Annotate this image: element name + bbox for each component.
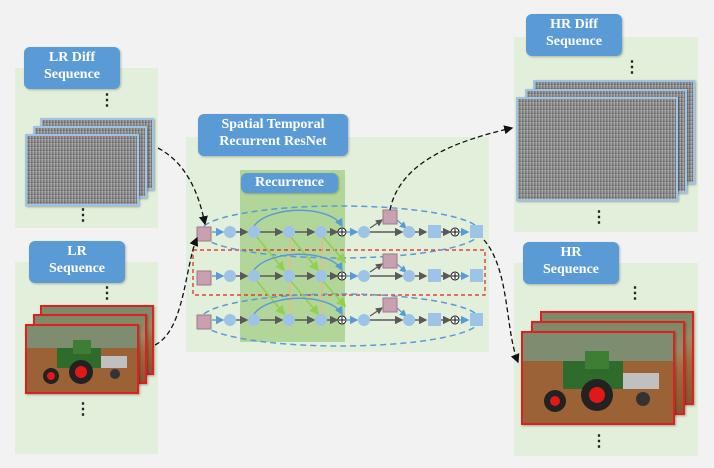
lr-label: LR Sequence — [29, 241, 125, 283]
network-label-line1: Spatial Temporal — [221, 117, 325, 132]
network-to-hr-arrow — [483, 239, 520, 364]
network-label: Spatial Temporal Recurrent ResNet — [198, 114, 348, 156]
lr-label-line1: LR — [67, 244, 87, 259]
hr-label: HR Sequence — [523, 242, 619, 284]
orange-links — [289, 236, 323, 315]
hr-diff-dots-top: ⋮ — [624, 59, 640, 76]
lr-diff-frame-1 — [25, 134, 139, 206]
hr-dots-bottom: ⋮ — [591, 433, 607, 450]
hr-diff-dots-bottom: ⋮ — [591, 209, 607, 226]
recurrence-label-text: Recurrence — [255, 175, 324, 190]
lr-dots-bottom: ⋮ — [75, 401, 91, 418]
lr-diff-to-network-arrow — [157, 147, 208, 226]
lr-frame-1 — [25, 324, 139, 394]
lr-diff-label-line1: LR Diff — [48, 50, 96, 65]
hr-diff-frame-1 — [516, 97, 678, 201]
recurrent-arrows — [255, 235, 347, 316]
hr-label-line1: HR — [560, 245, 582, 260]
hr-frame-1 — [521, 331, 675, 425]
lr-diff-dots-bottom: ⋮ — [75, 207, 91, 224]
network-to-hr-diff-arrow — [389, 125, 514, 211]
lr-to-network-arrow — [154, 236, 198, 346]
tractor-image — [27, 326, 137, 392]
recurrence-label: Recurrence — [241, 173, 338, 193]
hr-label-line2: Sequence — [543, 262, 599, 277]
lr-label-line2: Sequence — [49, 261, 105, 276]
lr-diff-label-line2: Sequence — [44, 67, 100, 82]
network-label-line2: Recurrent ResNet — [219, 134, 327, 149]
hr-diff-label-line2: Sequence — [546, 34, 602, 49]
lr-dots-top: ⋮ — [99, 285, 115, 302]
highlight-row-box — [192, 249, 486, 296]
hr-dots-top: ⋮ — [627, 285, 643, 302]
hr-diff-label: HR Diff Sequence — [526, 14, 622, 56]
lr-diff-dots-top: ⋮ — [99, 92, 115, 109]
network-row-3 — [197, 298, 483, 329]
hr-diff-label-line1: HR Diff — [550, 17, 598, 32]
lr-diff-label: LR Diff Sequence — [24, 47, 120, 89]
tractor-hr-image — [523, 333, 673, 423]
network-row-1 — [196, 209, 483, 242]
network-row-2 — [197, 254, 483, 285]
